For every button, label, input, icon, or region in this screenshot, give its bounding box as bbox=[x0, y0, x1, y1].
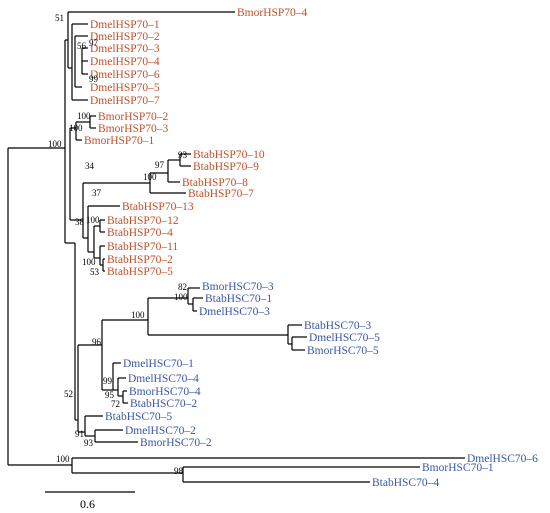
bootstrap-value: 97 bbox=[155, 160, 165, 170]
leaf-label: BmorHSC70–5 bbox=[307, 345, 379, 357]
bootstrap-value: 56 bbox=[77, 41, 87, 51]
bootstrap-value: 100 bbox=[143, 172, 157, 182]
bootstrap-value: 51 bbox=[55, 13, 64, 23]
leaf-label: DmelHSP70–2 bbox=[90, 31, 160, 43]
leaf-label: BtabHSP70–11 bbox=[107, 241, 178, 253]
leaf-label: DmelHSC70–1 bbox=[123, 358, 194, 370]
leaf-label: DmelHSP70–6 bbox=[90, 69, 160, 81]
leaf-labels: BmorHSP70–4 DmelHSP70–1 DmelHSP70–2 Dmel… bbox=[84, 7, 538, 489]
leaf-label: BtabHSC70–3 bbox=[304, 320, 371, 332]
leaf-label: BmorHSP70–2 bbox=[98, 111, 169, 123]
bootstrap-value: 98 bbox=[174, 466, 184, 476]
leaf-label: BtabHSP70–7 bbox=[188, 188, 254, 200]
leaf-label: BtabHSP70–10 bbox=[193, 149, 265, 161]
bootstrap-value: 52 bbox=[64, 389, 73, 399]
bootstrap-value: 100 bbox=[69, 123, 83, 133]
leaf-label: BtabHSP70–9 bbox=[193, 161, 259, 173]
leaf-label: BmorHSP70–1 bbox=[84, 135, 155, 147]
leaf-label: BtabHSC70–4 bbox=[372, 477, 439, 489]
scale-bar-label: 0.6 bbox=[80, 497, 95, 511]
leaf-label: BtabHSP70–4 bbox=[107, 227, 173, 239]
bootstrap-value: 100 bbox=[82, 257, 96, 267]
bootstrap-value: 100 bbox=[174, 292, 188, 302]
bootstrap-value: 100 bbox=[48, 139, 62, 149]
leaf-label: BmorHSC70–1 bbox=[422, 462, 494, 474]
leaf-label: BmorHSC70–2 bbox=[140, 437, 212, 449]
leaf-label: BmorHSC70–4 bbox=[129, 386, 201, 398]
leaf-label: BmorHSC70–3 bbox=[202, 281, 274, 293]
bootstrap-value: 99 bbox=[103, 376, 113, 386]
bootstrap-value: 72 bbox=[111, 399, 120, 409]
leaf-label: DmelHSP70–1 bbox=[90, 19, 160, 31]
bootstrap-value: 100 bbox=[131, 310, 145, 320]
bootstrap-value: 97 bbox=[89, 38, 99, 48]
bootstrap-value: 53 bbox=[90, 267, 100, 277]
leaf-label: DmelHSC70–2 bbox=[125, 425, 196, 437]
bootstrap-value: 100 bbox=[77, 111, 91, 121]
leaf-label: BtabHSP70–8 bbox=[182, 177, 248, 189]
leaf-label: DmelHSP70–4 bbox=[90, 56, 160, 68]
bootstrap-value: 100 bbox=[56, 454, 70, 464]
bootstrap-values: 51 97 56 99 100 100 100 34 93 97 100 37 … bbox=[48, 13, 188, 476]
leaf-label: BtabHSC70–1 bbox=[205, 293, 272, 305]
tree-branches bbox=[7, 11, 465, 483]
bootstrap-value: 96 bbox=[92, 337, 102, 347]
leaf-label: DmelHSP70–3 bbox=[90, 43, 160, 55]
bootstrap-value: 99 bbox=[89, 74, 99, 84]
leaf-label: DmelHSP70–5 bbox=[90, 82, 160, 94]
leaf-label: BmorHSP70–4 bbox=[237, 7, 308, 19]
leaf-label: BtabHSC70–2 bbox=[130, 398, 197, 410]
bootstrap-value: 93 bbox=[84, 438, 94, 448]
bootstrap-value: 93 bbox=[178, 150, 188, 160]
leaf-label: BtabHSC70–5 bbox=[105, 411, 172, 423]
bootstrap-value: 37 bbox=[92, 188, 102, 198]
leaf-label: DmelHSC70–5 bbox=[309, 332, 380, 344]
leaf-label: DmelHSC70–3 bbox=[199, 306, 270, 318]
leaf-label: BtabHSP70–12 bbox=[107, 215, 179, 227]
bootstrap-value: 82 bbox=[178, 282, 187, 292]
bootstrap-value: 38 bbox=[75, 217, 85, 227]
leaf-label: BtabHSP70–2 bbox=[107, 254, 173, 266]
leaf-label: BtabHSP70–13 bbox=[122, 201, 194, 213]
bootstrap-value: 100 bbox=[86, 215, 100, 225]
bootstrap-value: 34 bbox=[85, 161, 95, 171]
leaf-label: DmelHSP70–7 bbox=[90, 95, 160, 107]
leaf-label: BtabHSP70–5 bbox=[107, 266, 173, 278]
bootstrap-value: 95 bbox=[105, 390, 115, 400]
leaf-label: BmorHSP70–3 bbox=[98, 123, 169, 135]
scale-bar: 0.6 bbox=[45, 491, 135, 511]
bootstrap-value: 91 bbox=[75, 429, 84, 439]
leaf-label: DmelHSC70–4 bbox=[128, 373, 199, 385]
leaf-label: DmelHSC70–6 bbox=[467, 453, 538, 465]
